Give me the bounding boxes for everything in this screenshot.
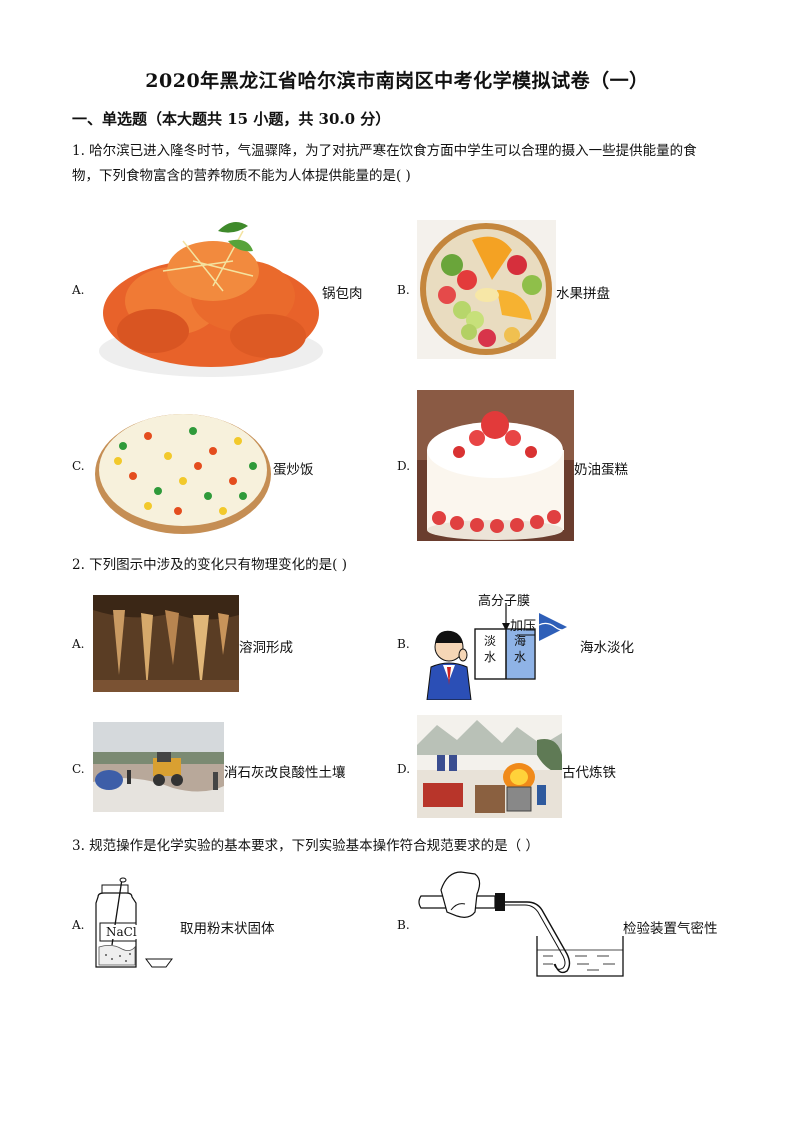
q2-label-fresh-water: 淡水 <box>484 634 497 664</box>
q2-option-c-image: ​ <box>93 722 224 812</box>
q2-option-d-caption: 古代炼铁 <box>562 765 616 781</box>
q3-option-b-letter: B. <box>397 918 410 932</box>
q1-option-a-caption: 锅包肉 <box>322 286 363 302</box>
q1-option-c-letter: C. <box>72 459 85 473</box>
q1-option-b-image <box>417 220 556 359</box>
page-title: 2020年黑龙江省哈尔滨市南岗区中考化学模拟试卷（一） <box>145 70 649 92</box>
q3-option-b-diagram <box>417 866 627 978</box>
q2-label-pressure: 加压 <box>510 619 537 634</box>
q2-option-a-image <box>93 595 239 692</box>
q2-label-sea-water: 海水 <box>514 634 527 664</box>
q2-option-c-letter: C. <box>72 762 85 776</box>
q2-option-b-diagram <box>417 585 580 700</box>
q3-reagent-label: NaCl <box>106 925 137 939</box>
q1-option-d-image <box>417 390 574 541</box>
question-3-stem: 3. 规范操作是化学实验的基本要求，下列实验基本操作符合规范要求的是（ ） <box>72 838 539 854</box>
q2-option-d-letter: D. <box>397 762 411 776</box>
q1-option-c-image <box>93 396 273 536</box>
q1-option-a-image <box>93 201 323 377</box>
q1-option-d-caption: 奶油蛋糕 <box>574 462 628 478</box>
q3-option-b-caption: 检验装置气密性 <box>623 921 718 937</box>
q2-option-b-caption: 海水淡化 <box>580 640 634 656</box>
q2-label-membrane: 高分子膜 <box>478 594 531 609</box>
q1-option-d-letter: D. <box>397 459 411 473</box>
q2-option-d-image <box>417 715 562 818</box>
q2-option-a-caption: 溶洞形成 <box>239 640 293 656</box>
section-heading: 一、单选题（本大题共 15 小题，共 30.0 分） <box>72 110 391 128</box>
q3-option-a-letter: A. <box>72 918 85 932</box>
q3-option-a-diagram <box>92 877 182 971</box>
q1-option-b-letter: B. <box>397 283 410 297</box>
q2-option-b-letter: B. <box>397 637 410 651</box>
question-1-line1: 1. 哈尔滨已进入隆冬时节，气温骤降，为了对抗严寒在饮食方面中学生可以合理的摄入… <box>72 143 697 159</box>
q1-option-a-letter: A. <box>72 283 85 297</box>
q2-option-c-caption: 消石灰改良酸性土壤 <box>224 765 346 781</box>
q1-option-b-caption: 水果拼盘 <box>556 286 610 302</box>
q2-option-a-letter: A. <box>72 637 85 651</box>
question-1-stem: 1. 哈尔滨已进入隆冬时节，气温骤降，为了对抗严寒在饮食方面中学生可以合理的摄入… <box>72 139 732 189</box>
question-1-line2: 物，下列食物富含的营养物质不能为人体提供能量的是( ) <box>72 168 411 184</box>
question-2-stem: 2. 下列图示中涉及的变化只有物理变化的是( ) <box>72 557 347 573</box>
q1-option-c-caption: 蛋炒饭 <box>273 462 314 478</box>
q3-option-a-caption: 取用粉末状固体 <box>180 921 275 937</box>
